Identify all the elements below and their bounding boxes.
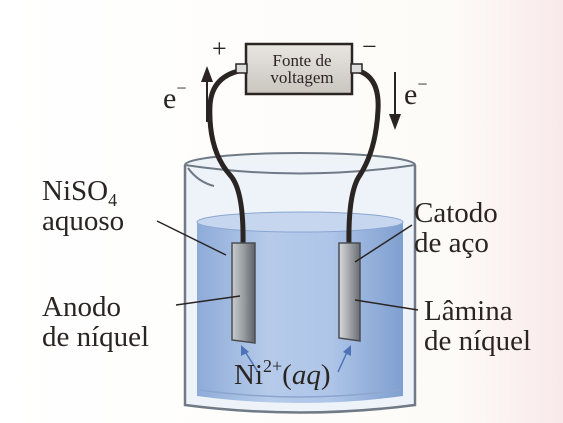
solution-label-line2: aquoso (42, 205, 125, 237)
beaker-spout (187, 167, 215, 187)
right-electron-label: e− (404, 74, 428, 111)
solution-leader (156, 220, 227, 256)
voltage-source-line2: voltagem (270, 68, 334, 87)
anode-label: Anodo de níquel (42, 291, 150, 353)
ion-label: Ni2+(aq) (234, 356, 331, 391)
plate-leader (354, 299, 419, 311)
voltage-source-label: Fonte de voltagem (248, 52, 356, 86)
plate-label: Lâmina de níquel (424, 295, 532, 357)
anode-electrode (231, 242, 256, 344)
solution-surface (196, 211, 404, 233)
anode-leader (175, 295, 241, 306)
cathode-label: Catodo de aço (414, 197, 498, 259)
negative-sign: − (362, 32, 377, 61)
positive-terminal (235, 63, 248, 74)
cathode-electrode (338, 242, 361, 342)
positive-sign: + (212, 34, 227, 63)
right-wire (346, 67, 381, 248)
voltage-source-box (244, 42, 354, 96)
voltage-source-line1: Fonte de (272, 51, 332, 70)
ion-arrow-left (243, 349, 259, 373)
left-electron-label: e− (163, 78, 187, 115)
negative-terminal (350, 63, 363, 74)
solution-label: NiSO4 aquoso (42, 176, 124, 236)
solution-label-line1: NiSO4 (42, 175, 118, 210)
left-wire (207, 67, 247, 248)
cathode-leader (354, 224, 413, 263)
